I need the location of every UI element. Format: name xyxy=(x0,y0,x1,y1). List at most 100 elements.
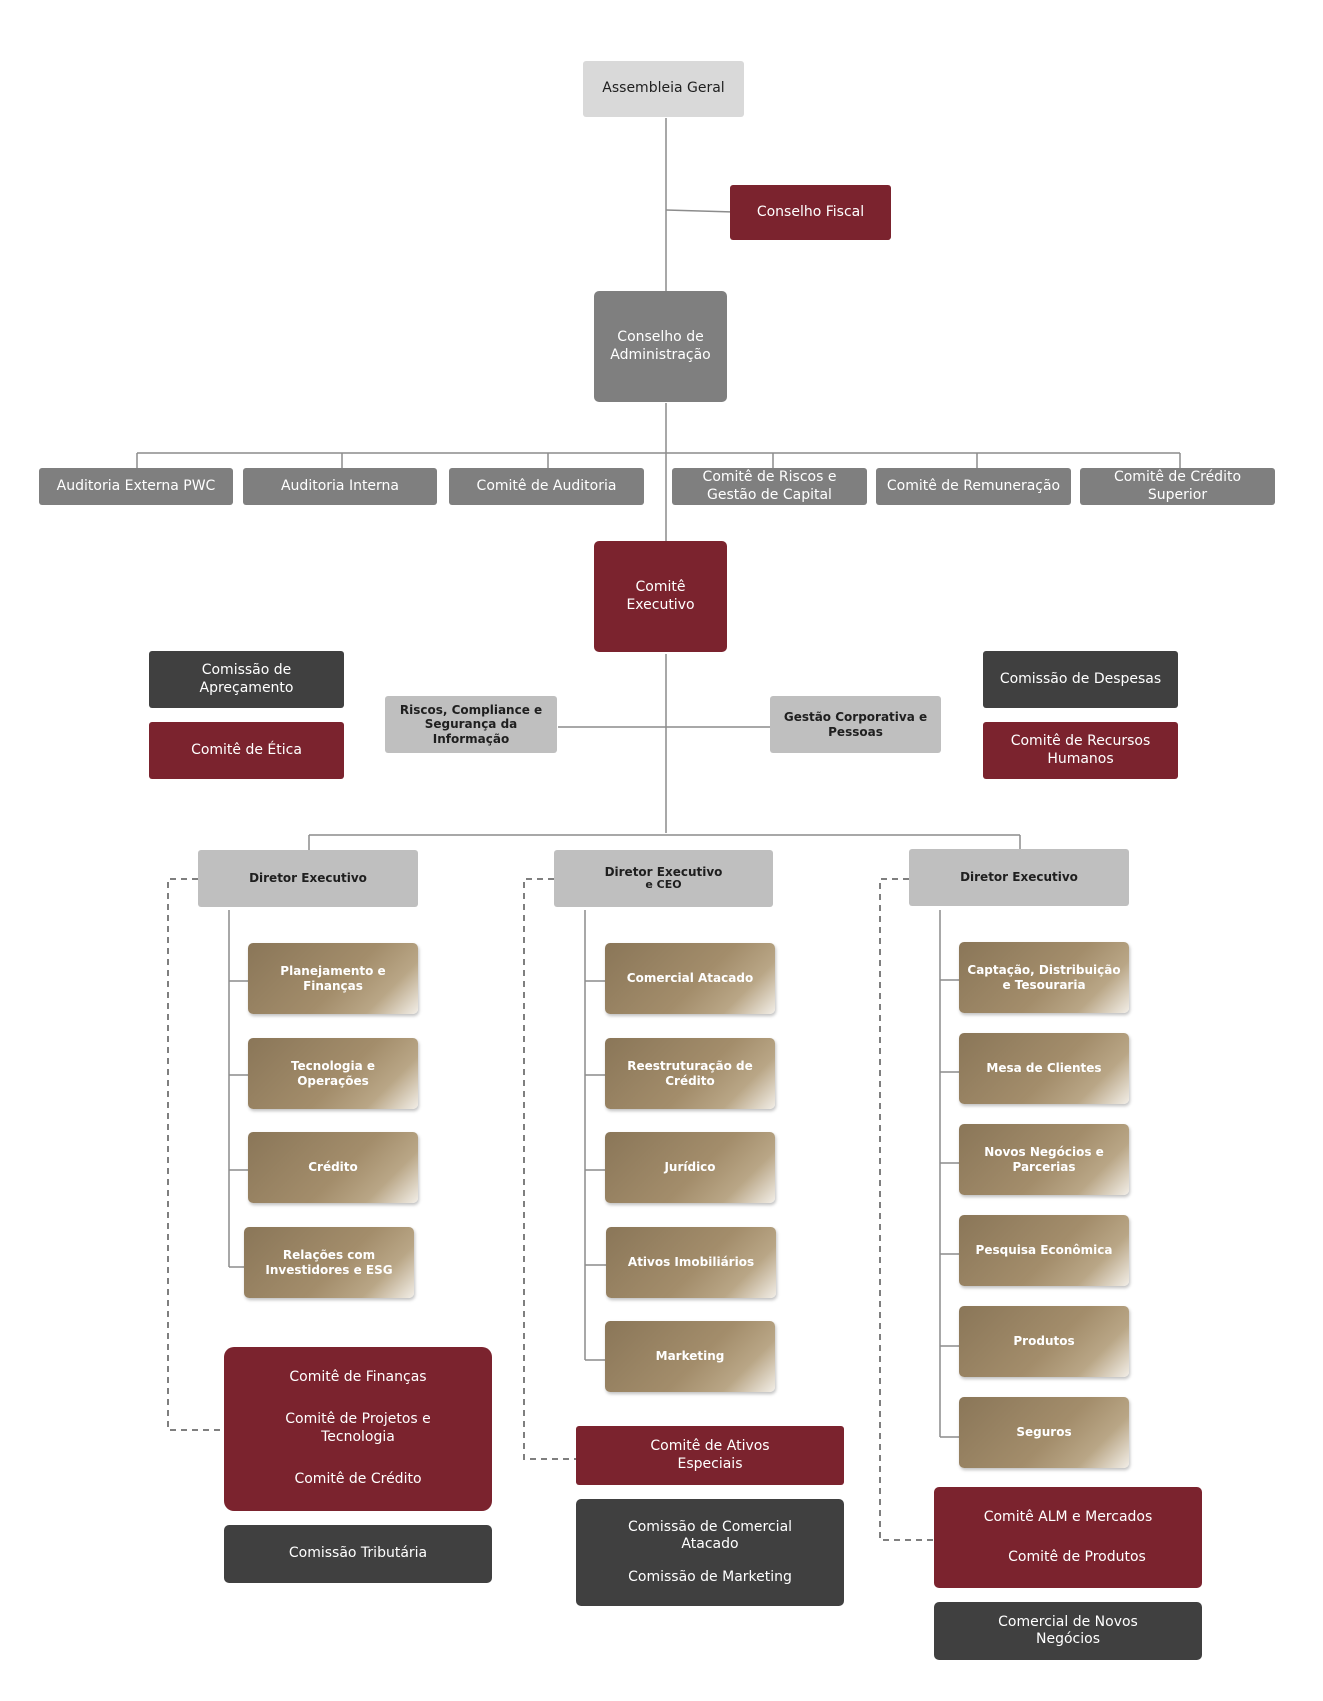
gestao-corporativa-box: Gestão Corporativa e Pessoas xyxy=(770,696,941,753)
riscos-compliance-line: Segurança da xyxy=(424,717,518,732)
riscos-compliance-line: Riscos, Compliance e xyxy=(399,702,543,717)
commission-item: Comissão de Marketing xyxy=(628,1569,792,1587)
board-committee-riscos-capital: Comitê de Riscos e Gestão de Capital xyxy=(672,468,867,505)
area-line: Crédito xyxy=(665,1073,715,1088)
committee-line: Especiais xyxy=(677,1455,743,1472)
committee-line: Comitê de Crédito xyxy=(294,1471,422,1488)
area-box: Marketing xyxy=(605,1321,775,1392)
director-commissions-box: Comissão Tributária xyxy=(224,1525,492,1583)
comite-executivo-line: Executivo xyxy=(626,596,695,613)
comite-rh-line: Comitê de Recursos xyxy=(1010,733,1151,749)
area-box: Mesa de Clientes xyxy=(959,1033,1129,1104)
director-title-line: Diretor Executivo xyxy=(249,871,367,885)
commission-line: Negócios xyxy=(1036,1631,1100,1647)
dashed-connector xyxy=(879,878,935,1541)
director-committees-box: Comitê de Ativos Especiais xyxy=(576,1426,844,1485)
board-committee-line: Comitê de Remuneração xyxy=(886,477,1061,494)
area-line: e Tesouraria xyxy=(1002,977,1086,992)
director-title-line: Diretor Executivo xyxy=(960,870,1078,884)
area-line: Ativos Imobiliários xyxy=(627,1255,755,1269)
board-committee-line: Auditoria Externa PWC xyxy=(56,477,216,494)
board-committee-line: Superior xyxy=(1147,486,1208,503)
comissao-despesas-label: Comissão de Despesas xyxy=(999,670,1162,687)
riscos-compliance-box: Riscos, Compliance e Segurança da Inform… xyxy=(385,696,557,753)
assembleia-geral-label: Assembleia Geral xyxy=(602,80,725,97)
committee-line: Comitê de Finanças xyxy=(289,1369,427,1386)
area-line: Investidores e ESG xyxy=(265,1262,393,1277)
committee-item: Comitê de Crédito xyxy=(294,1471,421,1489)
comite-rh-box: Comitê de Recursos Humanos xyxy=(983,722,1178,779)
area-box: Comercial Atacado xyxy=(605,943,775,1014)
area-box: Crédito xyxy=(248,1132,418,1203)
comite-executivo-line: Comitê xyxy=(635,579,686,595)
area-line: Pesquisa Econômica xyxy=(975,1243,1113,1257)
area-line: Tecnologia e xyxy=(290,1058,376,1073)
comite-rh-line: Humanos xyxy=(1047,750,1114,767)
comissao-aprecamento-label: Comissão de Apreçamento xyxy=(199,662,294,696)
commission-line: Comissão de Marketing xyxy=(628,1568,792,1585)
conselho-administracao-box: Conselho de Administração xyxy=(594,291,727,402)
comissao-aprecamento-box: Comissão de Apreçamento xyxy=(149,651,344,708)
board-committee-auditoria-interna: Auditoria Interna xyxy=(243,468,437,505)
area-box: Relações com Investidores e ESG xyxy=(244,1227,414,1298)
committee-item: Comitê de Projetos e Tecnologia xyxy=(285,1411,431,1446)
director-commissions-box: Comissão de Comercial Atacado Comissão d… xyxy=(576,1499,844,1606)
board-committee-line: Comitê de Auditoria xyxy=(476,477,617,494)
board-committee-line: Comitê de Riscos e xyxy=(702,469,837,485)
area-line: Seguros xyxy=(1016,1425,1072,1439)
board-committee-line: Comitê de Crédito xyxy=(1113,469,1242,485)
area-box: Pesquisa Econômica xyxy=(959,1215,1129,1286)
area-line: Produtos xyxy=(1013,1334,1075,1348)
director-box: Diretor Executivo xyxy=(909,849,1129,906)
committee-item: Comitê de Produtos xyxy=(1008,1549,1146,1567)
area-line: Crédito xyxy=(308,1160,358,1174)
director-committees-box: Comitê ALM e Mercados Comitê de Produtos xyxy=(934,1487,1202,1588)
dashed-connector xyxy=(523,878,578,1460)
connector-line xyxy=(665,209,735,213)
gestao-corporativa-line: Pessoas xyxy=(828,724,883,739)
area-box: Jurídico xyxy=(605,1132,775,1203)
area-line: Finanças xyxy=(303,978,363,993)
commission-line: Comercial de Novos xyxy=(998,1613,1138,1630)
area-box: Produtos xyxy=(959,1306,1129,1377)
comite-executivo-box: Comitê Executivo xyxy=(594,541,727,652)
commission-item: Comissão de Comercial Atacado xyxy=(628,1519,792,1554)
board-committee-auditoria-externa: Auditoria Externa PWC xyxy=(39,468,233,505)
area-line: Relações com xyxy=(282,1247,376,1262)
commission-line: Atacado xyxy=(681,1536,739,1553)
area-line: Comercial Atacado xyxy=(626,971,754,985)
dashed-connector xyxy=(167,878,224,1431)
area-line: Planejamento e xyxy=(280,963,386,978)
area-box: Reestruturação de Crédito xyxy=(605,1038,775,1109)
riscos-compliance-line: Informação xyxy=(432,731,510,746)
board-committee-line: Auditoria Interna xyxy=(280,477,400,494)
assembleia-geral-box: Assembleia Geral xyxy=(583,61,744,117)
area-line: Mesa de Clientes xyxy=(986,1061,1102,1075)
director-ceo-box: Diretor Executivo e CEO xyxy=(554,850,773,907)
area-box: Seguros xyxy=(959,1397,1129,1468)
committee-line: Comitê de Ativos xyxy=(650,1438,770,1454)
commission-line: Comissão Tributária xyxy=(288,1545,428,1562)
committee-item: Comitê de Finanças xyxy=(289,1369,426,1387)
area-line: Jurídico xyxy=(664,1160,716,1174)
conselho-fiscal-box: Conselho Fiscal xyxy=(730,185,891,240)
committee-item: Comitê ALM e Mercados xyxy=(984,1509,1153,1527)
committee-line: Tecnologia xyxy=(321,1428,395,1445)
area-line: Reestruturação de xyxy=(627,1058,753,1073)
board-committee-comite-auditoria: Comitê de Auditoria xyxy=(449,468,644,505)
board-committee-credito-superior: Comitê de Crédito Superior xyxy=(1080,468,1275,505)
conselho-fiscal-label: Conselho Fiscal xyxy=(756,203,865,220)
comite-etica-label: Comitê de Ética xyxy=(191,741,302,758)
conselho-administracao-line: Conselho de xyxy=(617,329,704,345)
director-commissions-box: Comercial de Novos Negócios xyxy=(934,1602,1202,1660)
area-box: Novos Negócios e Parcerias xyxy=(959,1124,1129,1195)
commission-line: Comissão de Comercial xyxy=(627,1518,793,1535)
area-line: Parcerias xyxy=(1012,1159,1076,1174)
comissao-despesas-box: Comissão de Despesas xyxy=(983,651,1178,708)
comite-etica-box: Comitê de Ética xyxy=(149,722,344,779)
area-box: Ativos Imobiliários xyxy=(606,1227,776,1298)
board-committee-line: Gestão de Capital xyxy=(707,486,832,503)
committee-line: Comitê de Projetos e xyxy=(285,1411,431,1428)
area-line: Operações xyxy=(297,1073,369,1088)
